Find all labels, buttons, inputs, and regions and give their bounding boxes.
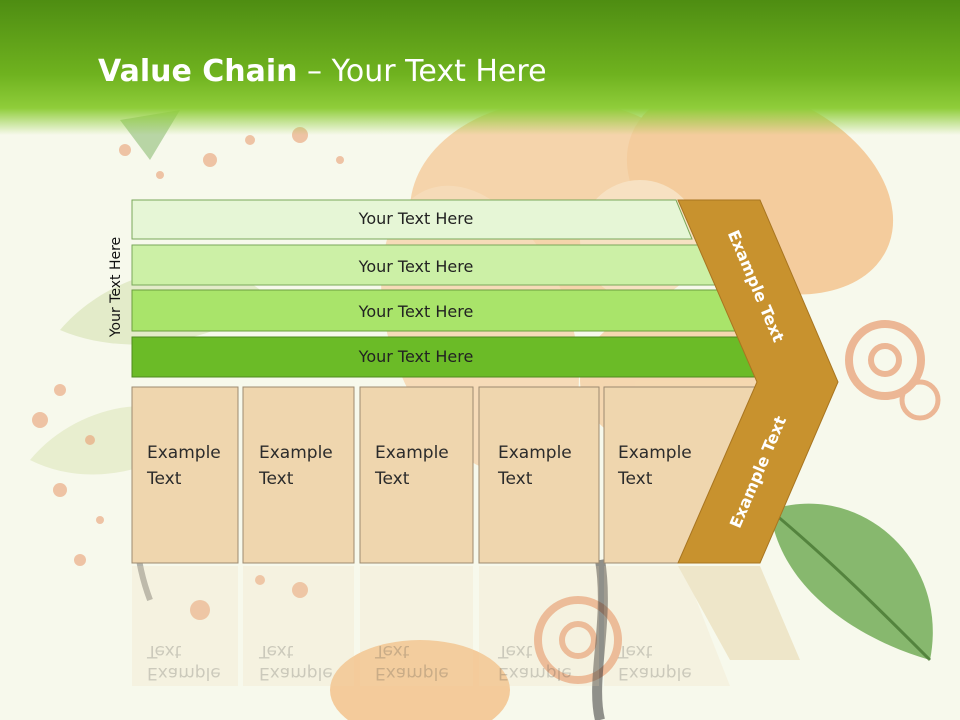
chevron-arrow[interactable] (677, 199, 839, 564)
cell-3[interactable] (359, 386, 474, 564)
cell-5-line1: Example (618, 443, 692, 463)
bar-1[interactable] (131, 199, 693, 240)
bar-4-label: Your Text Here (358, 347, 474, 366)
cell-2-reflection-line2: Text (259, 641, 294, 661)
title-rest: – Your Text Here (297, 54, 547, 89)
slide-title: Value Chain – Your Text Here (98, 54, 547, 89)
cell-1-line1: Example (147, 443, 221, 463)
cell-1[interactable] (131, 386, 239, 564)
cell-3-reflection-line2: Text (375, 641, 410, 661)
reflection (132, 566, 800, 686)
cell-3-reflection-line1: Example (375, 663, 449, 683)
cell-1-reflection-line1: Example (147, 663, 221, 683)
title-banner (0, 0, 960, 135)
side-label: Your Text Here (108, 236, 124, 338)
cell-3-line1: Example (375, 443, 449, 463)
cell-3-line2: Text (375, 469, 410, 489)
cell-2[interactable] (242, 386, 355, 564)
cell-1-reflection-line2: Text (147, 641, 182, 661)
bar-1-label: Your Text Here (358, 209, 474, 228)
cell-4[interactable] (478, 386, 600, 564)
cell-4-line1: Example (498, 443, 572, 463)
cell-2-line2: Text (259, 469, 294, 489)
cell-5-reflection-line2: Text (618, 641, 653, 661)
bar-3-label: Your Text Here (358, 302, 474, 321)
cell-2-reflection-line1: Example (259, 663, 333, 683)
cell-2-line1: Example (259, 443, 333, 463)
bar-2-label: Your Text Here (358, 257, 474, 276)
cell-4-reflection-line1: Example (498, 663, 572, 683)
cell-4-reflection-line2: Text (498, 641, 533, 661)
cell-5-line2: Text (618, 469, 653, 489)
cell-4-line2: Text (498, 469, 533, 489)
cell-5-reflection-line1: Example (618, 663, 692, 683)
title-bold: Value Chain (98, 54, 298, 89)
cell-1-line2: Text (147, 469, 182, 489)
